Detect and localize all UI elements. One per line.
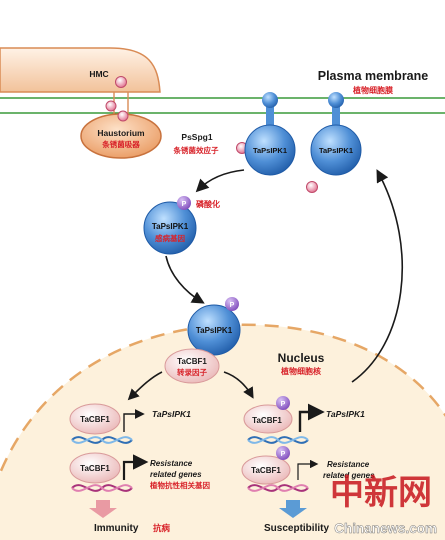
phospho-badge xyxy=(177,196,191,210)
haustorium-label-zh: 条锈菌吸器 xyxy=(101,139,140,149)
phospho-badge-label: P xyxy=(230,302,235,309)
effector-label-zh: 条锈菌效应子 xyxy=(173,145,219,155)
promoter-arrow xyxy=(123,409,145,432)
effector-dot xyxy=(105,100,117,112)
tf-protein xyxy=(69,403,121,435)
receptor-label: TaPsIPK1 xyxy=(253,146,287,155)
gene-label: related genes xyxy=(323,471,375,480)
hmc-label: HMC xyxy=(89,69,108,79)
tf-protein xyxy=(69,452,121,484)
receptor-head xyxy=(328,92,344,108)
tf-label: TaCBF1 xyxy=(251,466,281,475)
tf-complex-label: TaCBF1 xyxy=(177,357,207,366)
tf-protein xyxy=(243,404,293,434)
effector-label: PsSpg1 xyxy=(181,132,212,142)
phospho-badge-label: P xyxy=(182,201,187,208)
tf-label: TaCBF1 xyxy=(80,464,110,473)
promoter-arrow xyxy=(297,459,319,480)
immunity-label: Immunity xyxy=(94,523,139,534)
gene-label: Resistance xyxy=(150,459,193,468)
kinase-cytoplasm xyxy=(143,201,197,255)
phospho-badge xyxy=(225,297,239,311)
gene-label: Resistance xyxy=(327,460,370,469)
arrow-to-nucleus xyxy=(165,255,205,304)
watermark-logo: 中新网 xyxy=(330,473,432,513)
kinase-nucleus xyxy=(187,304,241,356)
membrane-label-zh: 植物细胞膜 xyxy=(352,85,393,95)
dna-helix xyxy=(247,436,309,444)
tf-protein xyxy=(241,455,291,485)
haustorium-label: Haustorium xyxy=(97,128,145,138)
immunity-label-zh: 抗病 xyxy=(153,523,171,534)
tf-complex xyxy=(164,348,220,384)
effector-dot xyxy=(306,181,318,193)
kinase-cytoplasm-label-zh: 感病基因 xyxy=(155,233,185,243)
membrane-label: Plasma membrane xyxy=(318,69,429,83)
phospho-badge xyxy=(276,396,290,410)
hmc-shape xyxy=(0,47,161,93)
arrow-to-right-column xyxy=(223,371,254,399)
dna-helix xyxy=(71,436,133,444)
phospho-badge xyxy=(276,446,290,460)
receptor-kinase xyxy=(244,124,296,176)
receptor-stalk xyxy=(332,100,340,126)
promoter-arrow xyxy=(122,454,149,480)
kinase-nucleus-label: TaPsIPK1 xyxy=(196,326,233,335)
watermark-url: Chinanews.com xyxy=(334,521,437,536)
gene-label-zh: 植物抗性相关基因 xyxy=(149,480,210,490)
effector-dot xyxy=(115,76,127,88)
tf-complex-label-zh: 转录因子 xyxy=(177,367,207,377)
gene-label: TaPsIPK1 xyxy=(326,409,365,419)
effector-dot xyxy=(117,110,129,122)
dna-helix xyxy=(71,484,133,492)
nucleus-label-zh: 植物细胞核 xyxy=(280,366,321,376)
susceptibility-label: Susceptibility xyxy=(264,523,329,534)
dna-helix xyxy=(247,484,309,492)
receptor-label: TaPsIPK1 xyxy=(319,146,353,155)
arrow-to-membrane xyxy=(351,169,404,383)
kinase-cytoplasm-label: TaPsIPK1 xyxy=(152,222,189,231)
tf-label: TaCBF1 xyxy=(80,415,110,424)
receptor-stalk xyxy=(266,100,274,126)
nucleus-label: Nucleus xyxy=(278,351,325,365)
susceptibility-arrow xyxy=(279,500,307,518)
receptor-kinase xyxy=(310,124,362,176)
arrow-to-left-column xyxy=(127,371,163,401)
phospho-badge-label: P xyxy=(281,451,286,458)
gene-label: related genes xyxy=(150,470,202,479)
gene-label: TaPsIPK1 xyxy=(152,409,191,419)
promoter-arrow xyxy=(298,403,325,432)
receptor-head xyxy=(262,92,278,108)
phosphorylation-label-zh: 磷酸化 xyxy=(196,199,220,209)
immunity-arrow xyxy=(89,500,117,518)
phospho-badge-label: P xyxy=(281,401,286,408)
arrow-to-phosphorylation xyxy=(195,169,245,193)
tf-label: TaCBF1 xyxy=(252,416,282,425)
